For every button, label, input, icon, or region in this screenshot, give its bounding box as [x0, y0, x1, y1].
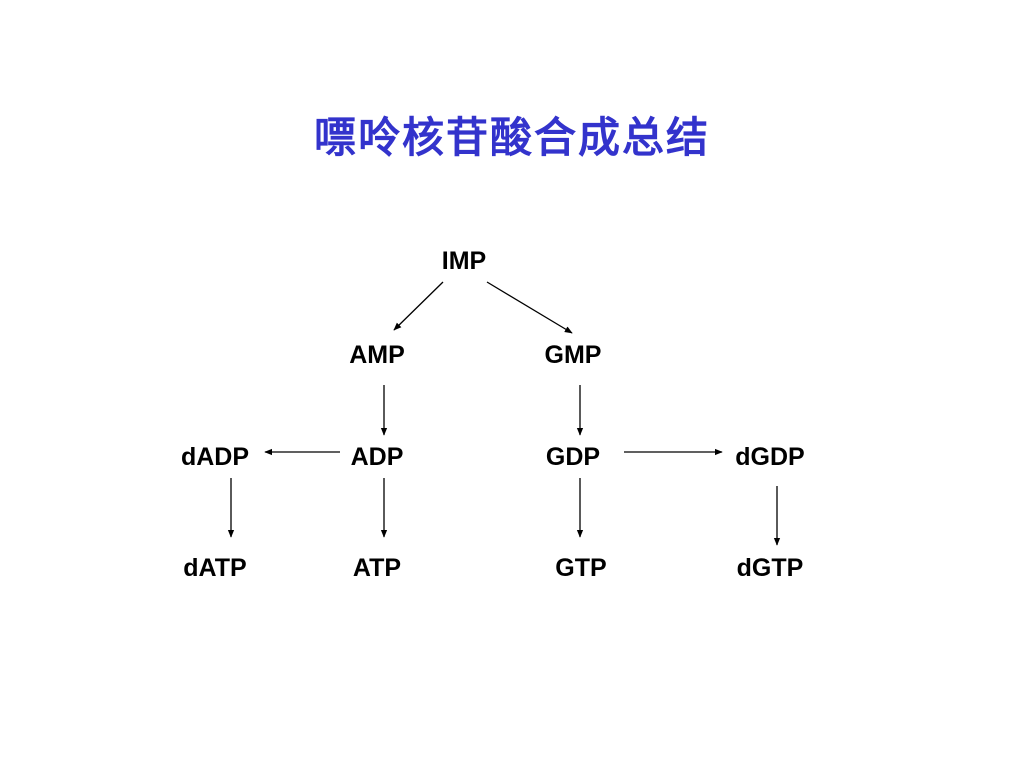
- node-imp: IMP: [442, 247, 486, 275]
- slide-title: 嘌呤核苷酸合成总结: [313, 113, 710, 162]
- pathway-nodes: IMP AMP GMP dADP ADP GDP dGDP dATP ATP G…: [181, 247, 805, 582]
- node-adp: ADP: [351, 443, 404, 471]
- node-datp: dATP: [183, 554, 246, 582]
- node-dadp: dADP: [181, 443, 249, 471]
- node-gtp: GTP: [555, 554, 606, 582]
- arrow-imp-to-gmp: [486, 281, 573, 334]
- node-gdp: GDP: [546, 443, 600, 471]
- node-dgtp: dGTP: [737, 554, 804, 582]
- node-gmp: GMP: [545, 341, 602, 369]
- pathway-arrows: [227, 281, 781, 546]
- node-atp: ATP: [353, 554, 401, 582]
- node-dgdp: dGDP: [735, 443, 804, 471]
- arrow-imp-to-amp: [393, 281, 444, 331]
- node-amp: AMP: [349, 341, 405, 369]
